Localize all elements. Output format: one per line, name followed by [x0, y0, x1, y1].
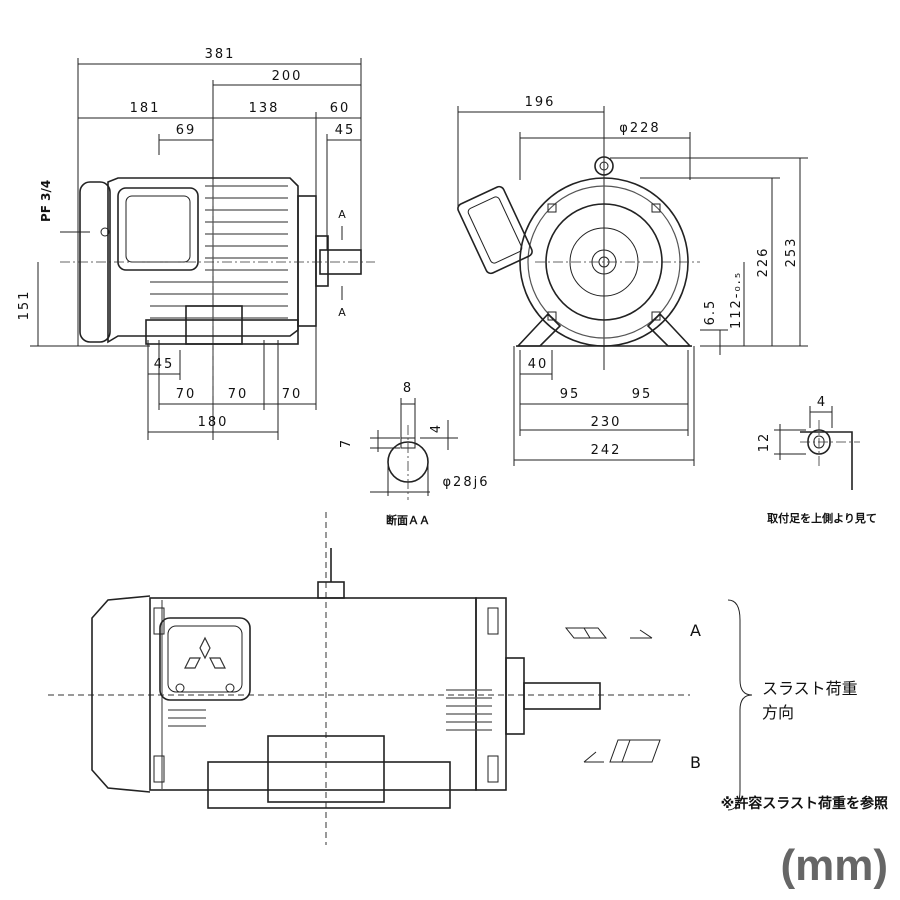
thrust-caption-line2: 方向: [762, 703, 794, 722]
front-view: 196 φ228 253 226 112-₀.₅ 6.5: [457, 95, 808, 466]
dim-shaft-length: 60: [330, 101, 351, 116]
foot-hole-caption: 取付足を上側より見て: [767, 511, 877, 525]
dim-front-foot-total: 242: [591, 443, 622, 458]
dim-terminal-box-width: 196: [525, 95, 556, 110]
side-view: 381 200 181 138 60 69 45 PF 3/4 151: [17, 47, 375, 440]
dim-key-height: 4: [429, 423, 444, 433]
dim-shaft-center-height: 151: [17, 290, 32, 321]
motor-front-body: [457, 156, 692, 347]
dim-foot-a: 70: [176, 387, 197, 402]
dim-half-left: 95: [560, 387, 581, 402]
dim-foot-edge: 45: [154, 357, 175, 372]
dim-key-length: 45: [335, 123, 356, 138]
dim-total-height: 253: [784, 237, 799, 268]
thrust-label-a: A: [690, 621, 701, 640]
dim-mid-height: 226: [756, 247, 771, 278]
conduit-label: PF 3/4: [39, 180, 53, 222]
unit-label: (mm): [780, 841, 888, 890]
dim-foot-span: 180: [198, 415, 229, 430]
thrust-note: ※許容スラスト荷重を参照: [721, 795, 888, 812]
dim-front-foot-edge: 40: [528, 357, 549, 372]
dim-key-width: 8: [403, 381, 413, 396]
section-mark-top: A: [338, 208, 346, 221]
dim-shaft-diameter: φ28j6: [442, 475, 489, 490]
dim-foot-c: 70: [282, 387, 303, 402]
section-aa-caption: 断面ＡＡ: [386, 513, 430, 527]
mitsubishi-logo-icon: [184, 636, 226, 669]
dim-foot-b: 70: [228, 387, 249, 402]
dim-slot-height: 12: [757, 432, 772, 453]
section-aa: 8 7 4 φ28j6 断面ＡＡ: [339, 381, 489, 527]
dim-half-right: 95: [632, 387, 653, 402]
thrust-diagram: A B スラスト荷重 方向 ※許容スラスト荷重を参照: [48, 512, 888, 845]
dim-key-depth: 7: [339, 438, 354, 448]
dim-overall-length: 381: [205, 47, 236, 62]
dim-foot-thickness: 6.5: [703, 299, 718, 326]
dim-terminal-offset: 69: [176, 123, 197, 138]
dim-slot-width: 4: [817, 395, 827, 410]
thrust-label-b: B: [690, 753, 701, 772]
section-mark-bottom: A: [338, 306, 346, 319]
dim-rear-to-center: 181: [130, 101, 161, 116]
dim-front-foot-span: 230: [591, 415, 622, 430]
dim-center-to-flange: 138: [249, 101, 280, 116]
motor-side-body: [79, 150, 362, 345]
dim-frame-diameter: φ228: [619, 121, 660, 136]
thrust-caption-line1: スラスト荷重: [762, 679, 858, 698]
dim-shaft-end-to-center: 200: [272, 69, 303, 84]
foot-hole-detail: 4 12 取付足を上側より見て: [757, 395, 877, 525]
dim-shaft-height: 112-₀.₅: [729, 271, 744, 329]
